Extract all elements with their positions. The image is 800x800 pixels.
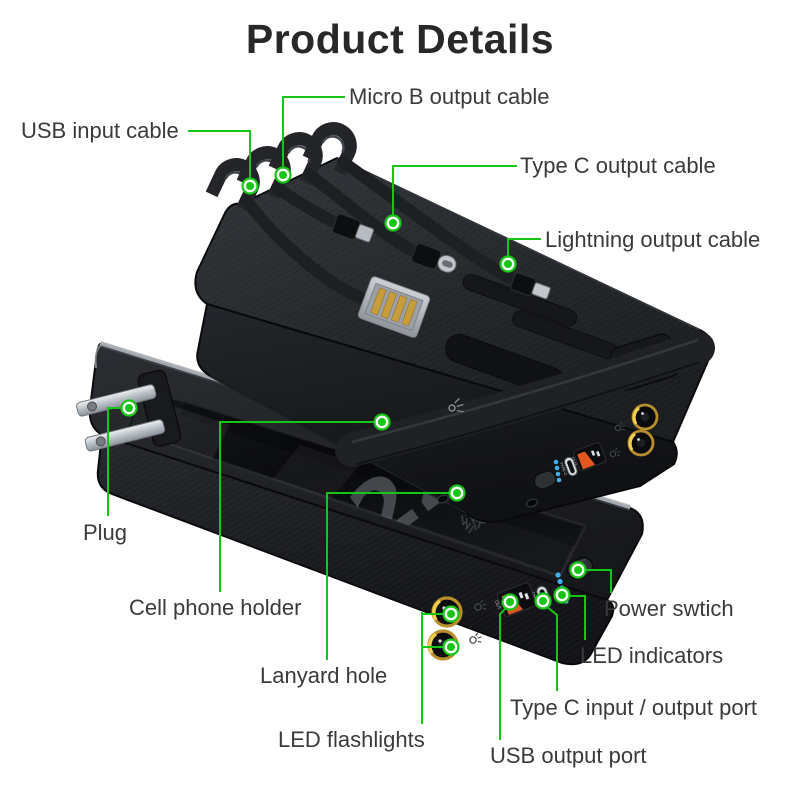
lanyard-hole-1: [437, 494, 449, 504]
deck-grooves: [445, 273, 618, 397]
page-title: Product Details: [245, 16, 555, 62]
callout-type-c-output-cable: [384, 165, 517, 232]
callout-usb-output-port: [499, 593, 519, 740]
lanyard-hole-2: [526, 498, 538, 508]
label-led-indicators: LED indicators: [580, 643, 724, 668]
label-type-c-output-cable: Type C output cable: [520, 153, 716, 178]
upper-power-button: [533, 470, 557, 490]
cable-lightning-run: [337, 156, 518, 285]
label-power-switch: Power swtich: [604, 596, 734, 621]
callout-led-flashlights: [421, 605, 460, 724]
lower-bank-left-rim: [94, 343, 103, 369]
usb-a-connector-plate: [357, 276, 431, 338]
label-cell-phone-holder: Cell phone holder: [129, 595, 302, 620]
label-usb-input-cable: USB input cable: [21, 118, 179, 143]
upper-flashlight-1: [631, 403, 659, 431]
plug-prong-bottom-hole: [95, 436, 106, 447]
usb-out-marking: OUT: [494, 600, 502, 611]
label-usb-output-port: USB output port: [490, 743, 647, 768]
type-c-connector: [411, 243, 457, 273]
flashlight-symbol-icon-1: [474, 599, 487, 611]
upper-type-c-port: TYPE-C: [559, 456, 578, 477]
callout-usb-input-cable: [188, 130, 259, 195]
callout-micro-b-output-cable: [274, 96, 345, 184]
strap-embossed-icon: [448, 397, 464, 413]
callout-cell-phone-holder: [219, 413, 391, 592]
label-plug: Plug: [83, 520, 128, 545]
upper-bank-top-rim: [336, 157, 701, 331]
upper-flashlight-symbol-2: [609, 447, 621, 458]
callout-led-indicators: [553, 586, 586, 640]
lanyard-holes: [437, 494, 538, 508]
cable-usb-input-run: [240, 194, 372, 306]
label-micro-b-output-cable: Micro B output cable: [349, 84, 550, 109]
wall-plug: [76, 369, 182, 452]
upper-type-c-marking: TYPE-C: [559, 462, 568, 477]
cell-phone-holder-strap: [335, 331, 715, 467]
strap-lower-edge: [355, 361, 701, 465]
cable-type-c-run: [303, 168, 419, 257]
callout-lightning-output-cable: [499, 238, 541, 273]
callout-plug: [107, 399, 138, 516]
deck-cables: [240, 156, 518, 306]
upper-flashlight-symbol-1: [614, 421, 626, 432]
strap-band: [335, 331, 715, 467]
lightning-connector: [510, 272, 551, 300]
label-lightning-output-cable: Lightning output cable: [545, 227, 761, 252]
lower-bank-front-texture: [97, 436, 608, 665]
led-indicators-upper: [553, 459, 562, 483]
callout-type-c-input-output-port: [534, 592, 558, 691]
label-led-flashlights: LED flashlights: [278, 727, 425, 752]
label-lanyard-hole: Lanyard hole: [260, 663, 388, 688]
flashlight-symbol-icon-2: [469, 632, 482, 644]
callout-power-switch: [569, 561, 612, 593]
upper-flashlight-2: [627, 429, 655, 457]
plug-prong-top-hole: [86, 401, 97, 412]
upper-bank-ports: OUT TYPE-C: [533, 403, 659, 490]
label-type-c-input-output-port: Type C input / output port: [510, 695, 758, 720]
cable-micro-b-run: [271, 182, 340, 228]
callout-lanyard-hole: [326, 484, 466, 660]
micro-b-connector: [331, 213, 374, 243]
strap-highlight: [351, 338, 699, 444]
cable-loop-lightning: [302, 122, 357, 176]
